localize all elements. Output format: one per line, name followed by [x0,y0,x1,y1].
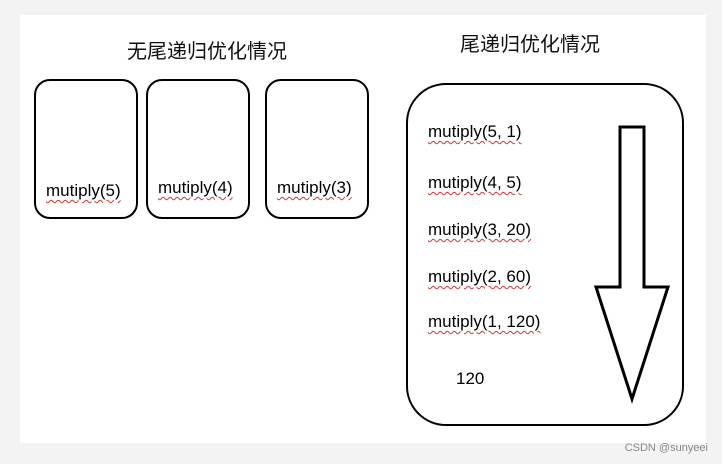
down-arrow-icon [593,125,671,404]
watermark: CSDN @sunyeei [624,442,708,454]
result-label: 120 [456,369,485,388]
call-label: mutiply(5, 1) [428,122,522,141]
call-label: mutiply(4, 5) [428,173,522,192]
stack-frame-3: mutiply(3) [265,79,369,219]
left-title: 无尾递归优化情况 [127,39,287,63]
stack-frame-label: mutiply(3) [277,178,352,197]
stack-frame-2: mutiply(4) [146,79,250,219]
call-label: mutiply(1, 120) [428,312,541,331]
diagram-canvas: 无尾递归优化情况 尾递归优化情况 mutiply(5) mutiply(4) m… [20,15,706,443]
stack-frame-1: mutiply(5) [34,79,138,219]
stack-frame-label: mutiply(5) [46,181,121,200]
tail-call-frame: mutiply(5, 1) mutiply(4, 5) mutiply(3, 2… [406,83,684,426]
stack-frame-label: mutiply(4) [158,178,233,197]
right-title: 尾递归优化情况 [460,32,600,56]
call-label: mutiply(2, 60) [428,267,531,286]
call-label: mutiply(3, 20) [428,220,531,239]
